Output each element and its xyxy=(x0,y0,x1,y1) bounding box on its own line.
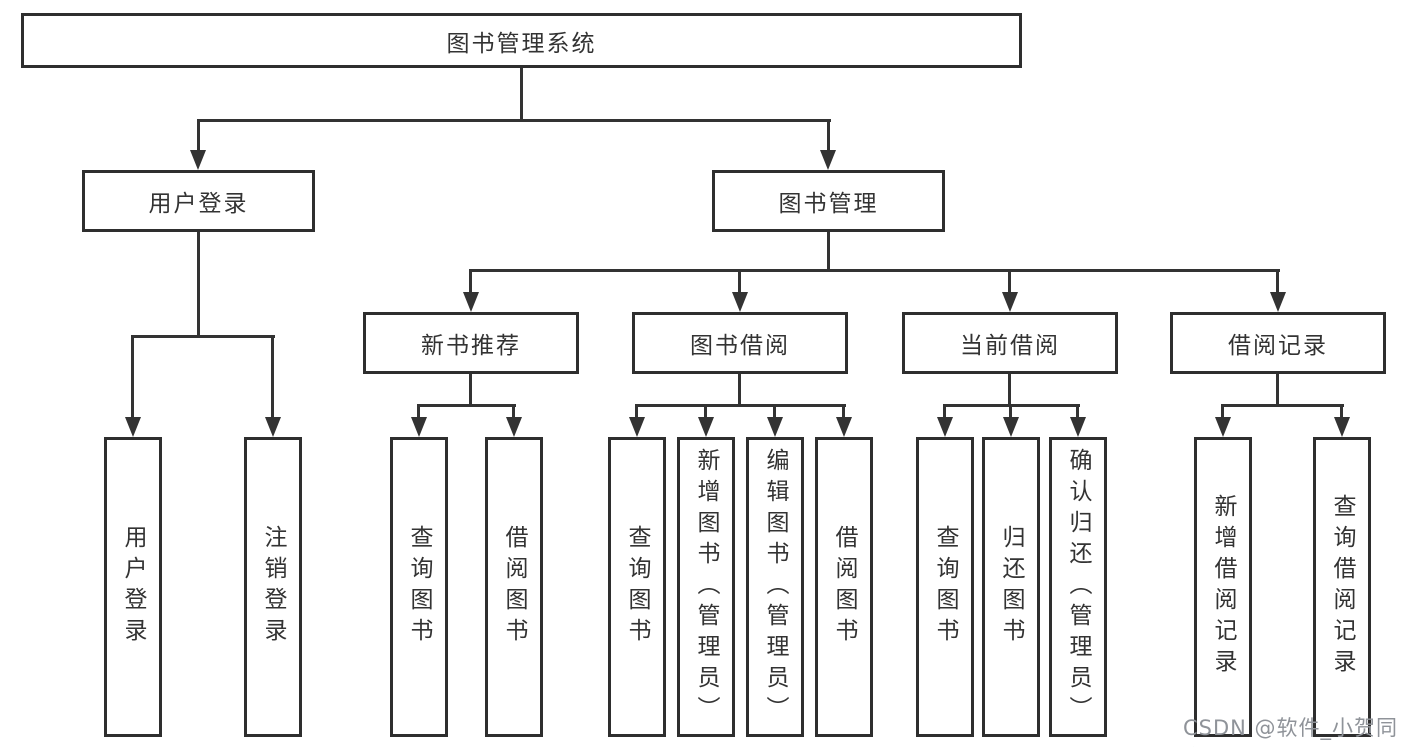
node-bb-add-books-admin: 新增图书（管理员） xyxy=(677,437,735,737)
connector-line xyxy=(827,232,830,272)
node-br-add-record: 新增借阅记录 xyxy=(1194,437,1252,737)
connector-line xyxy=(131,335,275,338)
connector-line xyxy=(738,269,741,296)
arrow-head xyxy=(629,417,645,437)
arrow-head xyxy=(463,292,479,312)
connector-line xyxy=(520,68,523,122)
connector-line xyxy=(827,119,830,154)
node-logout-action: 注销登录 xyxy=(244,437,302,737)
connector-line xyxy=(1340,404,1343,422)
connector-line xyxy=(469,374,472,407)
connector-line xyxy=(738,374,741,407)
node-bb-query-books: 查询图书 xyxy=(608,437,666,737)
node-user-login: 用户登录 xyxy=(82,170,315,232)
connector-line xyxy=(197,119,200,154)
node-cb-return-books: 归还图书 xyxy=(982,437,1040,737)
node-cb-confirm-return-admin: 确认归还（管理员） xyxy=(1049,437,1107,737)
arrow-head xyxy=(506,417,522,437)
connector-line xyxy=(417,404,420,422)
connector-line xyxy=(197,119,831,122)
arrow-head xyxy=(698,417,714,437)
connector-line xyxy=(417,404,516,407)
connector-line xyxy=(469,269,472,296)
arrow-head xyxy=(190,150,206,170)
arrow-head xyxy=(937,417,953,437)
connector-line xyxy=(469,269,1280,272)
node-user-login-action: 用户登录 xyxy=(104,437,162,737)
node-library-management-system: 图书管理系统 xyxy=(21,13,1022,68)
node-nb-borrow-books: 借阅图书 xyxy=(485,437,543,737)
connector-line xyxy=(635,404,846,407)
connector-line xyxy=(271,335,274,421)
node-bb-borrow-books: 借阅图书 xyxy=(815,437,873,737)
arrow-head xyxy=(1270,292,1286,312)
arrow-head xyxy=(411,417,427,437)
arrow-head xyxy=(767,417,783,437)
arrow-head xyxy=(265,417,281,437)
connector-line xyxy=(1076,404,1079,422)
node-book-management: 图书管理 xyxy=(712,170,945,232)
connector-line xyxy=(131,335,134,421)
watermark: CSDN @软件_小贺同学 xyxy=(1183,716,1399,747)
node-current-borrowing: 当前借阅 xyxy=(902,312,1118,374)
connector-line xyxy=(1221,404,1344,407)
node-new-book-recommendation: 新书推荐 xyxy=(363,312,579,374)
arrow-head xyxy=(732,292,748,312)
node-br-query-record: 查询借阅记录 xyxy=(1313,437,1371,737)
connector-line xyxy=(512,404,515,422)
connector-line xyxy=(1276,374,1279,407)
connector-line xyxy=(943,404,946,422)
node-nb-query-books: 查询图书 xyxy=(390,437,448,737)
arrow-head xyxy=(1002,292,1018,312)
arrow-head xyxy=(1003,417,1019,437)
connector-line xyxy=(704,404,707,422)
arrow-head xyxy=(1215,417,1231,437)
connector-line xyxy=(1221,404,1224,422)
connector-line xyxy=(1008,269,1011,296)
arrow-head xyxy=(1070,417,1086,437)
connector-line xyxy=(773,404,776,422)
arrow-head xyxy=(125,417,141,437)
connector-line xyxy=(1276,269,1279,296)
arrow-head xyxy=(820,150,836,170)
connector-line xyxy=(197,232,200,338)
node-book-borrowing: 图书借阅 xyxy=(632,312,848,374)
connector-line xyxy=(1009,404,1012,422)
arrow-head xyxy=(836,417,852,437)
connector-line xyxy=(635,404,638,422)
node-borrowing-records: 借阅记录 xyxy=(1170,312,1386,374)
node-cb-query-books: 查询图书 xyxy=(916,437,974,737)
arrow-head xyxy=(1334,417,1350,437)
node-bb-edit-books-admin: 编辑图书（管理员） xyxy=(746,437,804,737)
connector-line xyxy=(842,404,845,422)
connector-line xyxy=(1008,374,1011,407)
